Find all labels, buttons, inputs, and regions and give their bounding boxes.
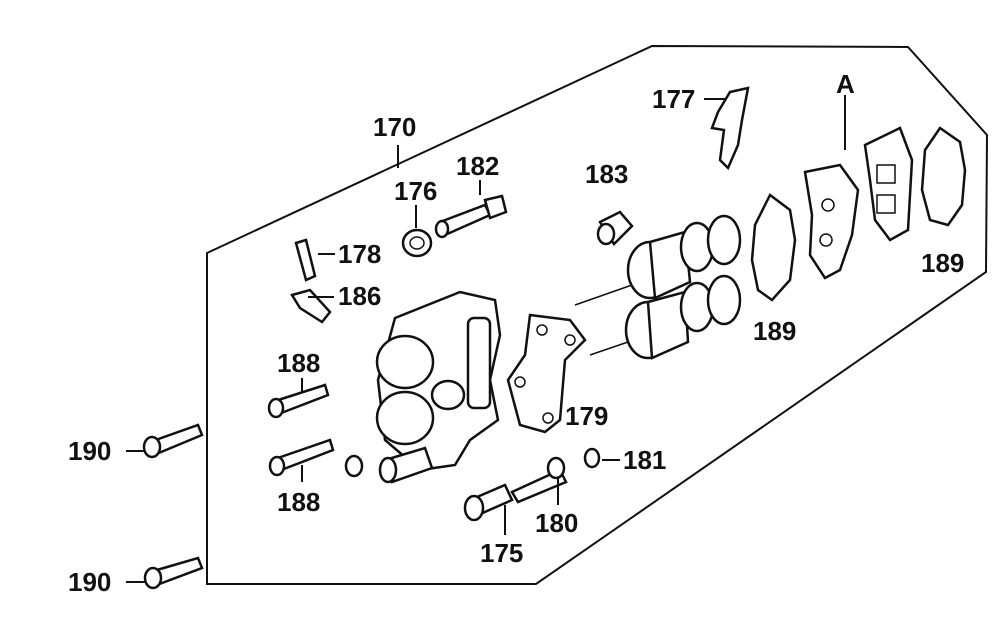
pin-upper xyxy=(267,378,330,419)
bleed-screw xyxy=(463,447,620,535)
label-175: 175 xyxy=(480,538,523,568)
seal-plate xyxy=(506,313,587,434)
pin-lower xyxy=(268,438,364,482)
label-178: 178 xyxy=(338,239,381,269)
pistons xyxy=(574,214,742,360)
pad-spring xyxy=(710,86,750,171)
bolt-lower xyxy=(126,556,204,590)
label-189-left: 189 xyxy=(753,316,796,346)
label-189-right: 189 xyxy=(921,248,964,278)
label-182: 182 xyxy=(456,151,499,181)
label-188-lower: 188 xyxy=(277,487,320,517)
pad-shim-right xyxy=(920,126,967,227)
label-181: 181 xyxy=(623,445,666,475)
label-186: 186 xyxy=(338,281,381,311)
pin-bolt xyxy=(434,180,508,239)
label-180: 180 xyxy=(535,508,578,538)
bleeder-valve xyxy=(294,238,335,282)
label-179: 179 xyxy=(565,401,608,431)
label-176: 176 xyxy=(394,176,437,206)
label-170: 170 xyxy=(373,112,416,142)
label-177: 177 xyxy=(652,84,695,114)
caliper-body xyxy=(375,290,502,484)
pad-plate xyxy=(803,163,860,280)
bolt-upper xyxy=(126,423,204,459)
pad-shim-left xyxy=(750,193,797,302)
label-190-upper: 190 xyxy=(68,436,111,466)
label-a: A xyxy=(836,69,855,99)
label-190-lower: 190 xyxy=(68,567,111,597)
cap-bleeder xyxy=(290,288,334,324)
boot xyxy=(596,210,634,246)
label-183: 183 xyxy=(585,159,628,189)
assembly-outline xyxy=(206,44,989,585)
brake-pad xyxy=(863,126,914,242)
label-188-upper: 188 xyxy=(277,348,320,378)
bolt-bracket xyxy=(401,205,433,258)
